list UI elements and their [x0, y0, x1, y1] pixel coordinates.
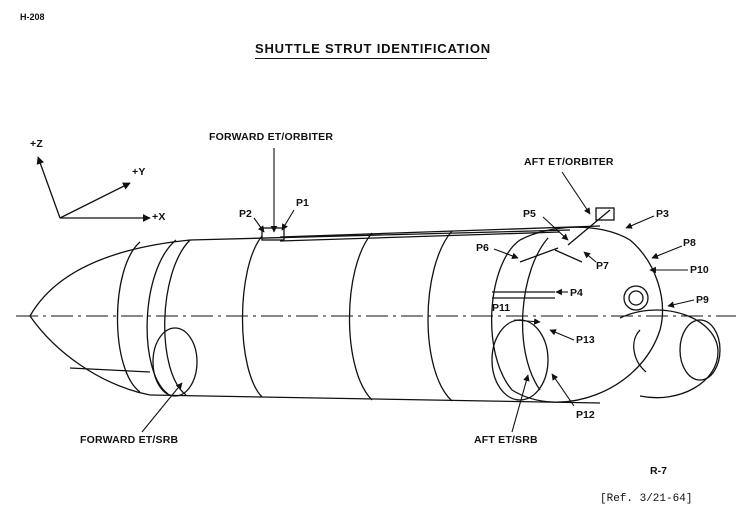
aft-diag-strut [567, 209, 611, 246]
strut-label-p13: P13 [576, 334, 595, 346]
axis-triad [36, 156, 151, 222]
x-axis-label: +X [152, 211, 166, 223]
ring-frame-6 [427, 230, 453, 402]
orbiter-top-edge-2 [279, 231, 561, 242]
leader-p12 [551, 373, 575, 407]
ring-frame-4 [241, 235, 263, 398]
leader-p7 [583, 251, 597, 263]
ring-frame-5 [348, 232, 373, 401]
strut-label-p4: P4 [570, 287, 583, 299]
forward-srb [152, 327, 198, 397]
strut-label-p2: P2 [239, 208, 252, 220]
aft-dome-inner [521, 237, 549, 391]
lower-guide-line [69, 367, 151, 373]
aft-srb-end [491, 319, 549, 401]
strut-label-p10: P10 [690, 264, 709, 276]
callout-aft-et-orbiter: AFT ET/ORBITER [524, 156, 614, 168]
leader-p3 [625, 215, 655, 229]
leader-forward-et-srb [141, 382, 183, 433]
strut-label-p6: P6 [476, 242, 489, 254]
page-number: R-7 [650, 465, 667, 477]
reference-note: [Ref. 3/21-64] [600, 493, 693, 505]
strut-label-p5: P5 [523, 208, 536, 220]
leader-p6 [493, 248, 519, 260]
aft-nozzle [679, 319, 721, 381]
leader-p8 [651, 245, 683, 259]
z-axis-label: +Z [30, 138, 43, 150]
aft-srb-shell [619, 309, 719, 399]
callout-aft-et-srb: AFT ET/SRB [474, 434, 538, 446]
p6-strut [519, 247, 559, 263]
strut-label-p8: P8 [683, 237, 696, 249]
strut-label-p9: P9 [696, 294, 709, 306]
title-underline [255, 58, 487, 59]
leader-aft-et-srb [511, 374, 530, 433]
y-axis-line [59, 182, 131, 219]
tank-top-edge [189, 229, 571, 241]
aft-srb [491, 285, 721, 401]
aft-port-inner [628, 290, 644, 306]
z-axis-line [36, 156, 61, 219]
leader-p1 [281, 209, 295, 231]
nose-cone [29, 239, 191, 396]
aft-attach-block [595, 207, 615, 221]
strut-label-p1: P1 [296, 197, 309, 209]
aft-port [623, 285, 649, 311]
callout-leaders [141, 148, 695, 433]
p7-strut [554, 249, 583, 263]
callout-forward-et-srb: FORWARD ET/SRB [80, 434, 179, 446]
strut-label-p7: P7 [596, 260, 609, 272]
ring-frame-2 [146, 239, 177, 395]
aft-dome [490, 226, 664, 403]
strut-label-p11: P11 [492, 302, 511, 314]
leader-p2 [253, 217, 265, 233]
ring-frame-1 [116, 241, 141, 393]
leader-p13 [549, 329, 575, 341]
leader-p5 [542, 216, 569, 241]
aft-skirt [633, 329, 647, 373]
external-tank [29, 207, 664, 404]
y-axis-label: +Y [132, 166, 146, 178]
strut-label-p12: P12 [576, 409, 595, 421]
page-title: SHUTTLE STRUT IDENTIFICATION [255, 41, 491, 56]
callout-forward-et-orbiter: FORWARD ET/ORBITER [209, 131, 334, 143]
document-code: H-208 [20, 12, 45, 22]
leader-p11 [513, 318, 541, 325]
leader-aft-et-orbiter [561, 171, 591, 215]
strut-label-p3: P3 [656, 208, 669, 220]
orbiter-top-edge [279, 225, 601, 238]
leader-p9 [667, 299, 695, 308]
tank-bottom-edge [149, 394, 601, 404]
ring-frame-3 [164, 239, 191, 396]
